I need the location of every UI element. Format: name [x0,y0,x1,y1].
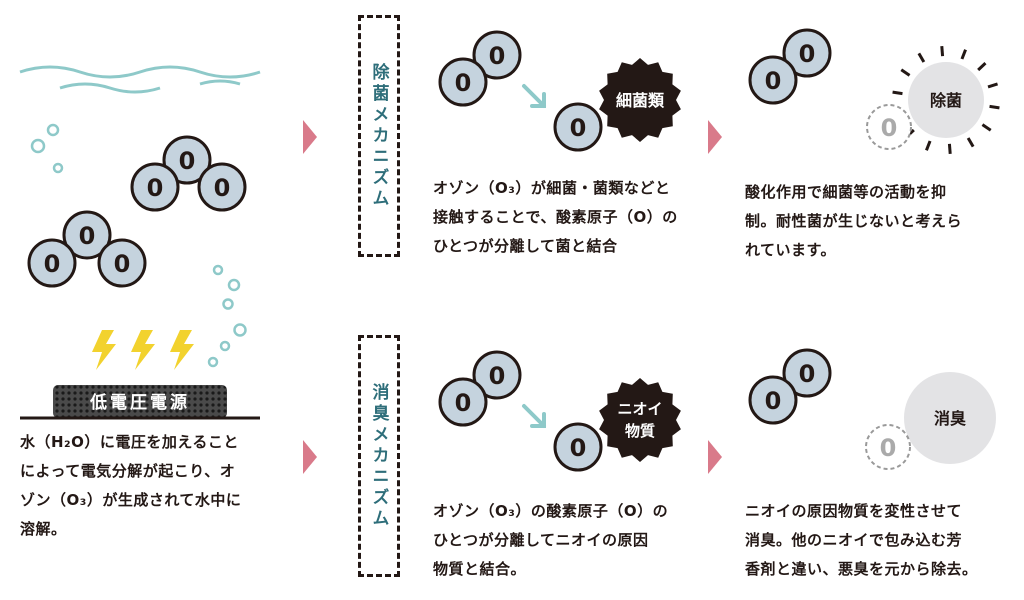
sterilization-mechanism-box: 除菌メカニズム [358,15,400,257]
oxygen-atom [782,348,832,398]
burst-ray [892,90,903,96]
deodorization-mechanism-box: 消臭メカニズム [358,335,400,577]
oxygen-atom [27,238,77,288]
burst-ray [966,137,975,148]
sterilization-result-text: 酸化作用で細菌等の活動を抑 制。耐性菌が生じないと考えら れています。 [745,183,963,259]
svg-text:0: 0 [880,434,897,462]
deodorization-result-text: ニオイの原因物質を変性させて 消臭。他のニオイで包み込む芳 香剤と違い、悪臭を元… [745,502,978,578]
burst-ray [977,62,987,72]
burst-ray [987,82,998,89]
oxygen-atom-label: 0 [147,174,164,202]
oxygen-atom-label: 0 [44,250,61,278]
burst-ray [989,104,1000,110]
oxygen-atom [472,30,522,80]
oxygen-atom [748,55,798,105]
oxygen-atom-label: 0 [570,114,587,142]
odor-substance-burst [599,378,681,462]
oxygen-atom [97,238,147,288]
oxygen-atom-label: 0 [799,360,816,388]
oxygen-atom-label: 0 [799,40,816,68]
oxygen-atom [782,28,832,78]
sterilization-step-text: オゾン（O₃）が細菌・菌類などと 接触することで、酸素原子（O）の ひとつが分離… [433,179,678,255]
oxygen-atom-label: 0 [489,42,506,70]
oxygen-atom [162,135,212,185]
burst-ray [925,140,932,151]
bacteria-label: 細菌類 [616,91,665,110]
burst-ray [917,52,926,63]
oxygen-atom [553,422,603,472]
power-source-label: 低電圧電源 [89,392,190,413]
burst-ray [940,46,945,57]
oxygen-atom [62,210,112,260]
lightning-icons [92,330,194,370]
oxygen-atom-label: 0 [765,387,782,415]
reaction-arrow-icons [522,84,546,428]
deodorization-mechanism-label: 消臭メカニズム [368,382,389,530]
burst-ray [960,49,967,60]
bacteria-burst [599,58,681,142]
odor-label-1: ニオイ [617,400,662,418]
deodorized-circle [904,372,996,464]
oxygen-atom [197,162,247,212]
burst-ray [947,143,952,154]
sterilized-circle [908,62,984,138]
oxygen-atom-label: 0 [489,362,506,390]
deodorized-label: 消臭 [934,409,966,428]
oxygen-atom [553,102,603,152]
oxygen-atom-label: 0 [179,147,196,175]
oxygen-atom-label: 0 [765,67,782,95]
oxygen-atom-label: 0 [214,174,231,202]
burst-ray [981,123,992,132]
sterilized-label: 除菌 [930,91,962,110]
oxygen-atom [748,375,798,425]
separated-oxygen-icons [865,104,912,470]
bubble-icons [30,123,247,368]
next-arrow-icons [303,120,722,474]
oxygen-atom [438,377,488,427]
oxygen-atom-label: 0 [79,222,96,250]
oxygen-atom-label: 0 [455,389,472,417]
oxygen-atom-label: 0 [114,250,131,278]
burst-ray [900,68,911,77]
power-source-box [53,385,227,418]
odor-label-2: 物質 [625,422,655,440]
oxygen-atom-label: 0 [570,434,587,462]
oxygen-atom [130,162,180,212]
svg-text:0: 0 [881,114,898,142]
deodorization-step-text: オゾン（O₃）の酸素原子（O）の ひとつが分離してニオイの原因 物質と結合。 [433,502,669,578]
oxygen-atom-label: 0 [455,69,472,97]
water-wave-icon [19,65,261,94]
electrolysis-description: 水（H₂O）に電圧を加えること によって電気分解が起こり、オ ゾン（O₃）が生成… [20,433,242,538]
oxygen-atom [438,57,488,107]
oxygen-atom [472,350,522,400]
sterilization-mechanism-label: 除菌メカニズム [368,62,389,210]
